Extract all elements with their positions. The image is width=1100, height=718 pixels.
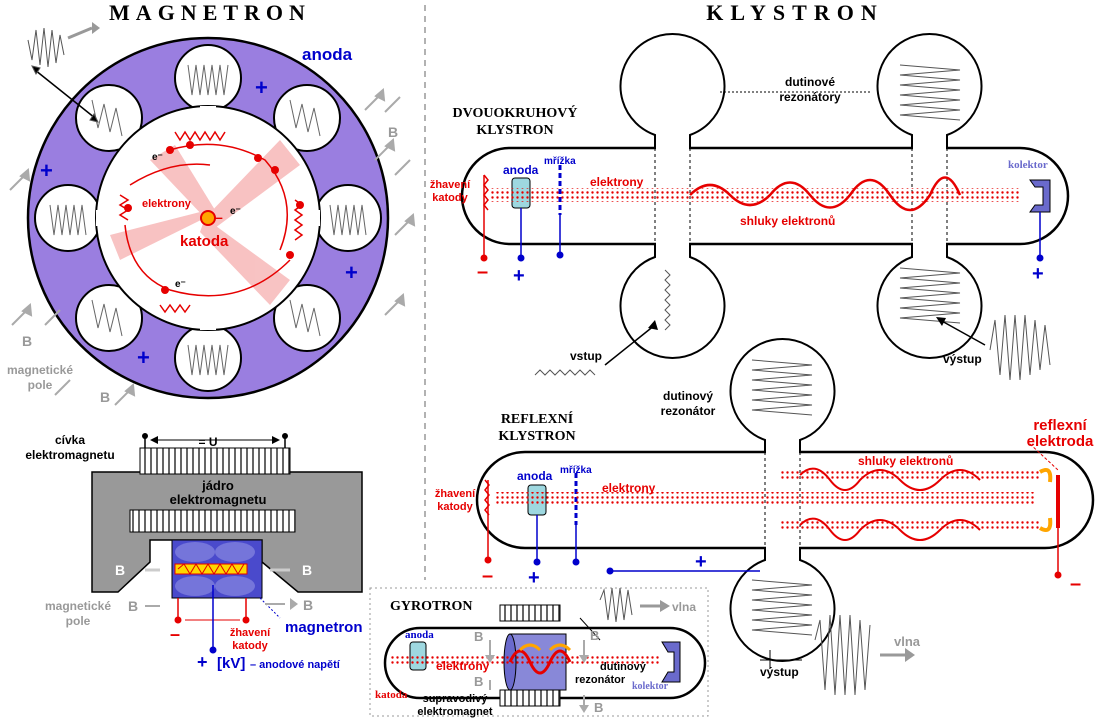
k-vystup: výstup <box>943 352 982 366</box>
gyrotron <box>383 587 707 713</box>
mag-pole-line2: pole <box>66 614 91 628</box>
b-label-2: B <box>22 333 32 349</box>
r-zhaveni-2: katody <box>437 501 473 513</box>
r-plus-2: + <box>528 567 540 589</box>
civka-line2: elektromagnetu <box>25 448 114 462</box>
magnetic-field-arrows <box>9 87 416 406</box>
r-title-2: KLYSTRON <box>498 429 575 444</box>
g-supravodivy-1: supravodivý <box>423 693 489 705</box>
b-label-core-right: B <box>302 562 312 578</box>
electromagnet <box>91 433 363 654</box>
g-b-3: B <box>474 674 483 689</box>
g-supravodivy-2: elektromagnet <box>417 706 493 718</box>
em-plus: + <box>197 652 208 672</box>
anode-plus-2: + <box>40 158 53 183</box>
magnetron-label: magnetron <box>285 619 363 636</box>
two-cavity-klystron <box>460 33 1070 381</box>
magneticke-pole-line1: magnetické <box>7 363 73 377</box>
r-dutinovy-2: rezonátor <box>661 404 716 418</box>
dutinove-line1: dutinové <box>785 75 835 89</box>
cathode-minus: – <box>215 209 223 225</box>
zhaveni-line1: žhavení <box>230 627 271 639</box>
b-label-core-left: B <box>115 562 125 578</box>
magnetron-anode <box>26 36 390 400</box>
electron-label-1: e⁻ <box>152 152 163 163</box>
em-minus: – <box>170 624 180 644</box>
k-zhaveni-1: žhavení <box>430 179 471 191</box>
r-shluky: shluky elektronů <box>858 454 953 468</box>
r-minus-2: – <box>1070 573 1081 595</box>
b-label-1: B <box>388 124 398 140</box>
g-dutinovy-2: rezonátor <box>575 674 626 686</box>
anoda-label: anoda <box>302 45 353 64</box>
magnetron-output-wave <box>27 22 100 123</box>
k-minus: – <box>477 261 488 283</box>
r-elektrony: elektrony <box>602 481 656 495</box>
k-zhaveni-2: katody <box>432 192 468 204</box>
anode-plus-1: + <box>255 75 268 100</box>
magnetron-title: MAGNETRON <box>109 0 311 25</box>
anode-plus-4: + <box>137 345 150 370</box>
jadro-line1: jádro <box>201 478 234 493</box>
k-kolektor: kolektor <box>1008 159 1048 171</box>
k-vstup: vstup <box>570 349 602 363</box>
g-kolektor: kolektor <box>632 681 669 692</box>
r-vystup: výstup <box>760 665 799 679</box>
klystron-title: KLYSTRON <box>706 0 883 25</box>
gyrotron-box <box>369 587 709 717</box>
kv-label: [kV] <box>217 655 245 672</box>
g-dutinovy-1: dutinový <box>600 661 647 673</box>
jadro-line2: elektromagnetu <box>170 492 267 507</box>
r-minus-1: – <box>482 565 493 587</box>
elektrony-label: elektrony <box>142 198 192 210</box>
dvouokruhovy-line1: DVOUOKRUHOVÝ <box>453 104 578 121</box>
k-plus-2: + <box>1032 263 1044 285</box>
k-plus-1: + <box>513 265 525 287</box>
g-b-4: B <box>594 700 603 715</box>
magneticke-pole-line2: pole <box>28 378 53 392</box>
zhaveni-line2: katody <box>232 640 268 652</box>
katoda-label: katoda <box>180 233 229 250</box>
k-mrizka: mřížka <box>544 156 576 167</box>
gyrotron-title: GYROTRON <box>390 599 472 614</box>
mag-pole-line1: magnetické <box>45 599 111 613</box>
electron-label-2: e⁻ <box>230 206 241 217</box>
g-vlna: vlna <box>672 600 696 614</box>
anodove-napeti-label: – anodové napětí <box>250 659 341 671</box>
r-reflexni-1: reflexní <box>1033 417 1087 434</box>
b-label-below-right: B <box>303 597 313 613</box>
k-anoda: anoda <box>503 163 539 177</box>
voltage-label: = U <box>198 435 217 449</box>
dvouokruhovy-line2: KLYSTRON <box>476 123 553 138</box>
anode-plus-3: + <box>345 260 358 285</box>
g-b-1: B <box>474 629 483 644</box>
k-shluky: shluky elektronů <box>740 214 835 228</box>
r-title-1: REFLEXNÍ <box>501 410 573 427</box>
r-reflexni-2: elektroda <box>1027 433 1094 450</box>
reflex-klystron <box>475 338 1095 696</box>
r-anoda: anoda <box>517 469 553 483</box>
g-katoda: katoda <box>375 689 408 701</box>
r-dutinovy-1: dutinový <box>663 389 713 403</box>
b-label-3: B <box>100 389 110 405</box>
g-b-2: B <box>590 628 599 643</box>
r-mrizka: mřížka <box>560 465 592 476</box>
b-label-below-left: B <box>128 598 138 614</box>
k-elektrony: elektrony <box>590 175 644 189</box>
electron-label-3: e⁻ <box>175 279 186 290</box>
g-elektrony: elektrony <box>436 659 490 673</box>
dutinove-line2: rezonátory <box>779 90 841 104</box>
civka-line1: cívka <box>55 433 85 447</box>
r-plus-1: + <box>695 551 707 573</box>
r-vlna: vlna <box>894 634 921 649</box>
g-anoda: anoda <box>405 629 434 641</box>
r-zhaveni-1: žhavení <box>435 488 476 500</box>
